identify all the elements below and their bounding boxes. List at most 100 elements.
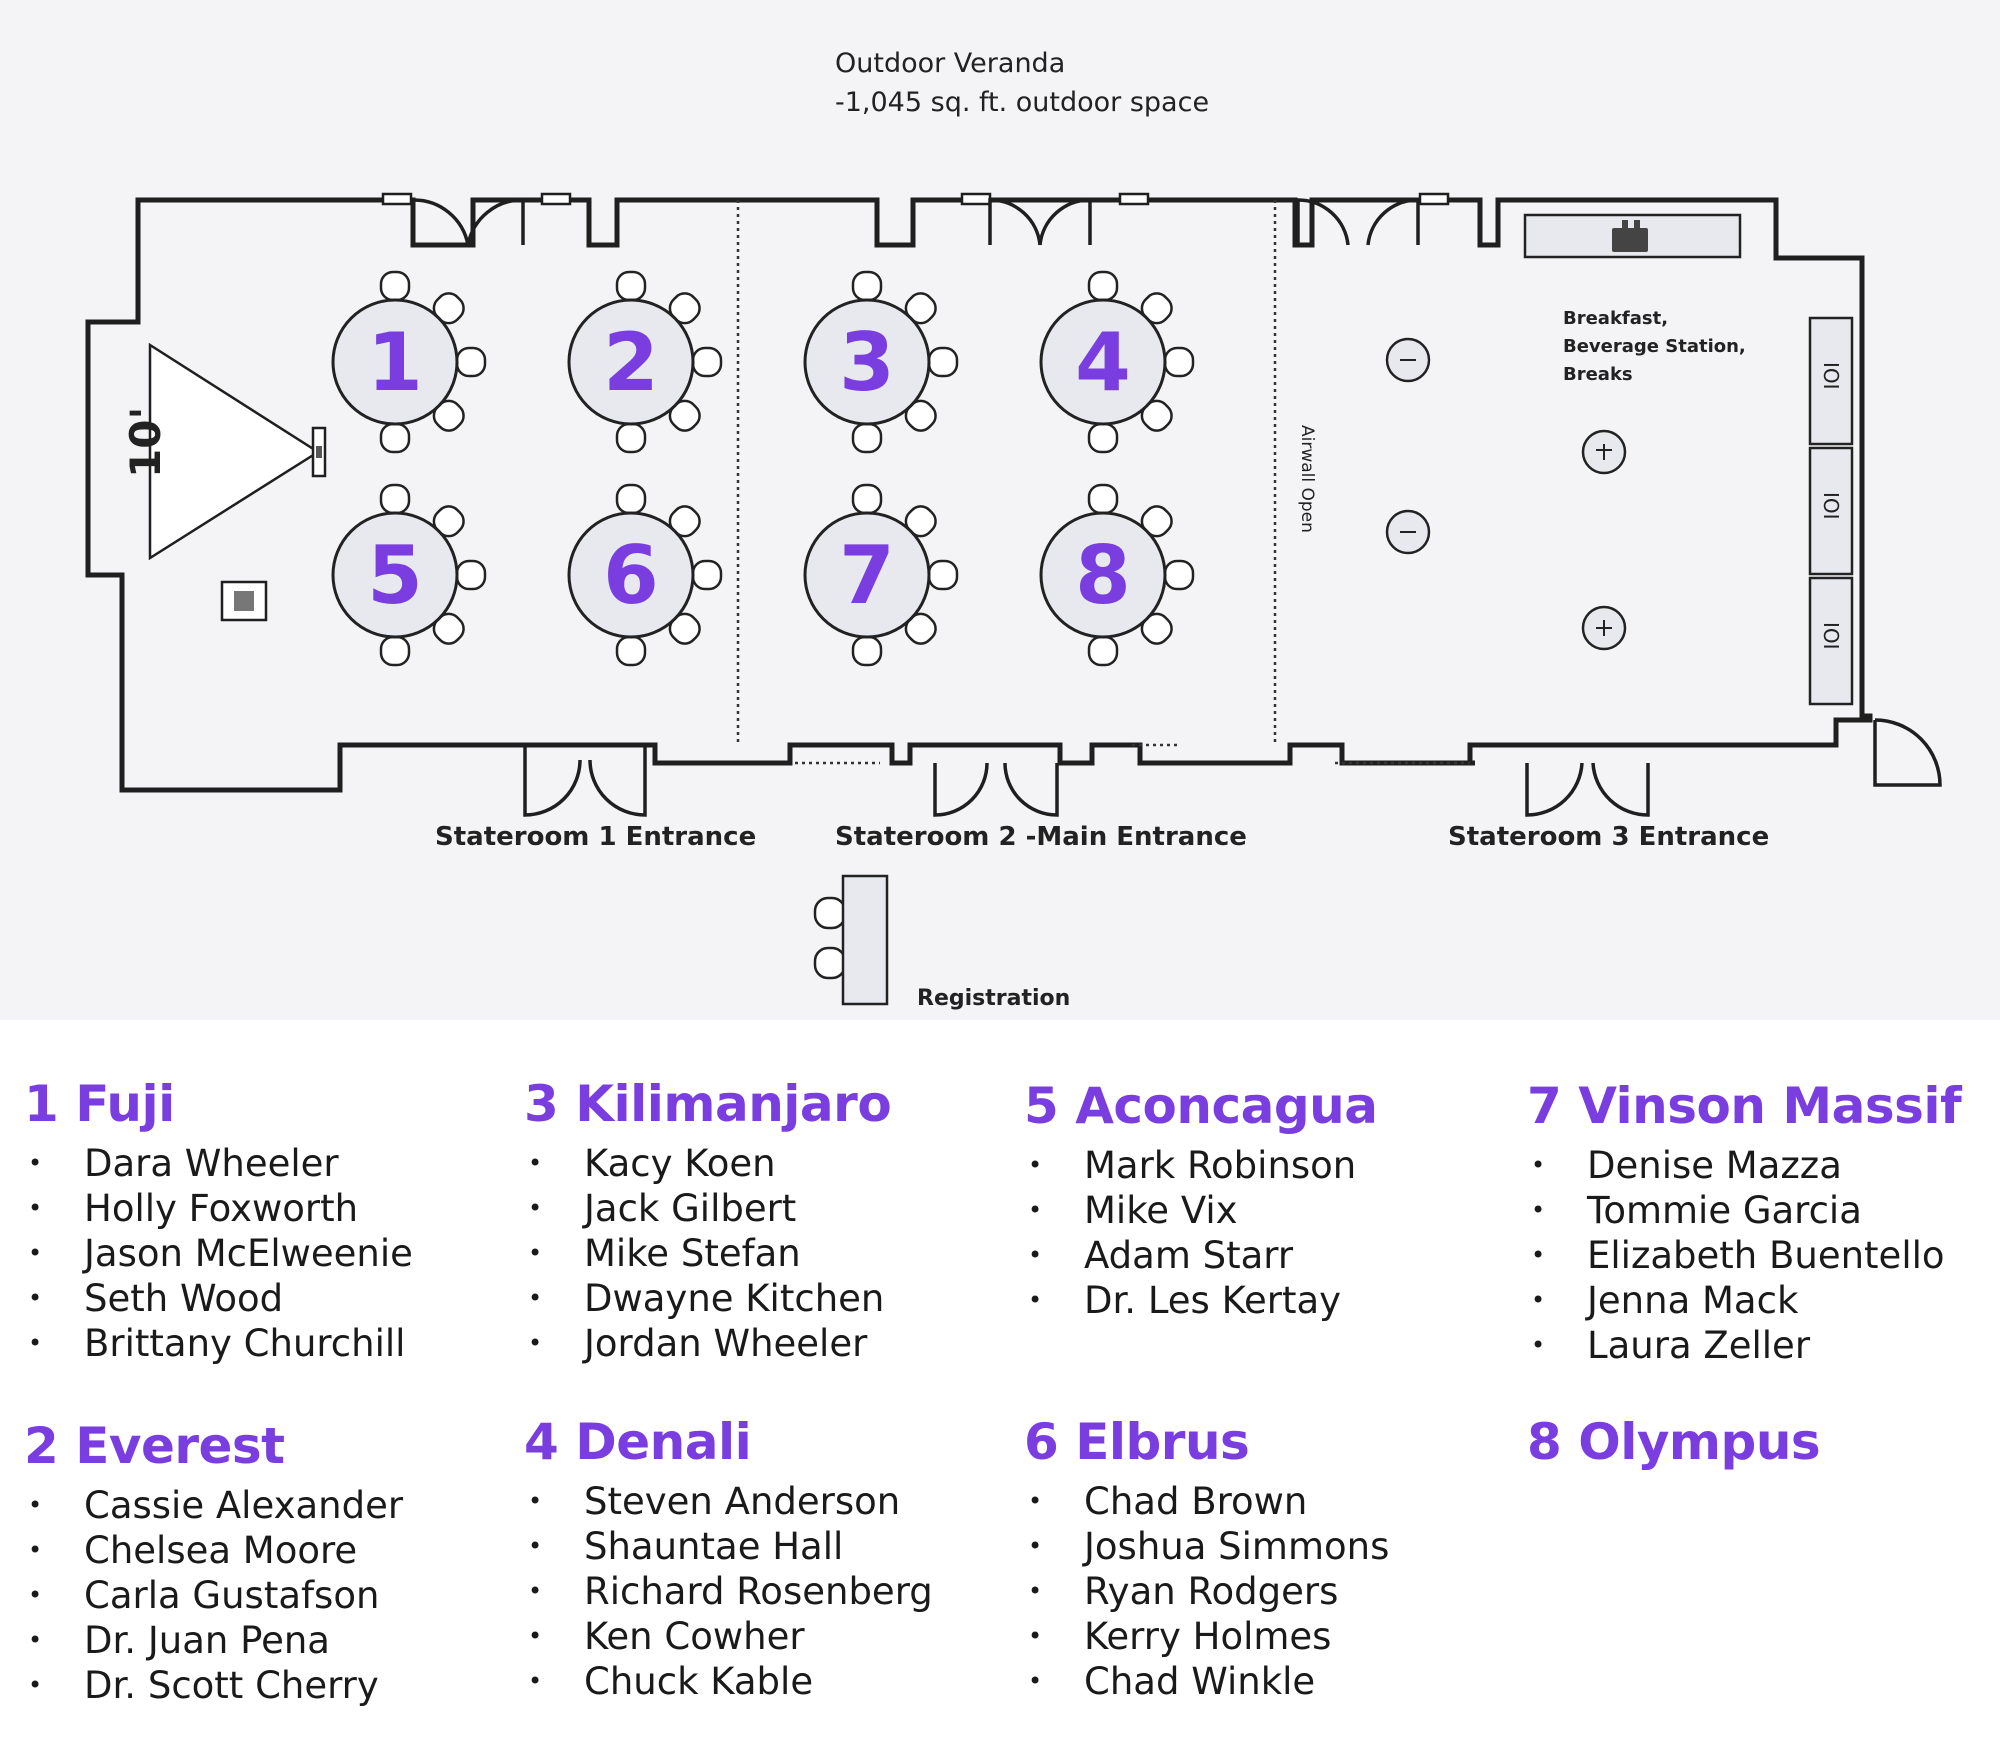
guest-name: Chad Brown [1024, 1479, 1514, 1524]
guest-name: Chuck Kable [524, 1659, 1014, 1704]
guest-name: Chad Winkle [1024, 1659, 1514, 1704]
entrance-label-1: Stateroom 1 Entrance [435, 822, 756, 852]
round-table [331, 511, 459, 639]
banquet-table: 6 [567, 483, 723, 667]
table-number: 5 [367, 529, 423, 622]
guest-name: Carla Gustafson [24, 1573, 514, 1618]
guest-list: Denise MazzaTommie GarciaElizabeth Buent… [1527, 1143, 2000, 1368]
cocktail-tables [1385, 337, 1627, 651]
guest-name: Joshua Simmons [1024, 1524, 1514, 1569]
floor-plan-area: Outdoor Veranda -1,045 sq. ft. outdoor s… [0, 0, 2000, 1020]
table-group-kilimanjaro: 3 Kilimanjaro Kacy KoenJack GilbertMike … [524, 1075, 1014, 1366]
projection-triangle [148, 342, 321, 561]
guest-name: Denise Mazza [1527, 1143, 2000, 1188]
guest-name: Jack Gilbert [524, 1186, 1014, 1231]
guest-list: Steven AndersonShauntae HallRichard Rose… [524, 1479, 1014, 1704]
chair [379, 483, 411, 515]
banquet-tables: 1 2 3 4 5 6 7 8 [331, 270, 1195, 667]
door-veranda-2 [988, 198, 1092, 246]
guest-name: Jason McElweenie [24, 1231, 514, 1276]
banquet-table: 5 [331, 483, 487, 667]
chair [851, 270, 883, 302]
banquet-table: 1 [331, 270, 487, 454]
screen-size-label: 10' [121, 407, 170, 478]
table-number: 2 [603, 316, 659, 409]
guest-name: Richard Rosenberg [524, 1569, 1014, 1614]
round-table [567, 511, 695, 639]
chair [615, 635, 647, 667]
round-table [803, 511, 931, 639]
guest-name: Dr. Scott Cherry [24, 1663, 514, 1708]
chair [1087, 422, 1119, 454]
buffet-glyph: IOI [1819, 492, 1843, 520]
guest-list: Chad BrownJoshua SimmonsRyan RodgersKerr… [1024, 1479, 1514, 1704]
entrance-label-3: Stateroom 3 Entrance [1448, 822, 1769, 852]
banquet-table: 8 [1039, 483, 1195, 667]
airwall-label: Airwall Open [1297, 425, 1317, 533]
entrance-label-2: Stateroom 2 -Main Entrance [835, 822, 1247, 852]
banquet-table: 2 [567, 270, 723, 454]
guest-name: Tommie Garcia [1527, 1188, 2000, 1233]
table-number: 7 [839, 529, 895, 622]
banquet-table: 4 [1039, 270, 1195, 454]
chair [851, 483, 883, 515]
chair [851, 422, 883, 454]
guest-name: Laura Zeller [1527, 1323, 2000, 1368]
breakfast-label-line-2: Beverage Station, [1563, 336, 1746, 357]
group-title: 7 Vinson Massif [1527, 1077, 1962, 1135]
buffet-station [1808, 446, 1854, 576]
buffet-station [1808, 316, 1854, 446]
table-number: 8 [1075, 529, 1131, 622]
chair [455, 559, 487, 591]
group-title: 3 Kilimanjaro [524, 1075, 892, 1133]
chair [379, 635, 411, 667]
round-table [1039, 511, 1167, 639]
guest-list: Kacy KoenJack GilbertMike StefanDwayne K… [524, 1141, 1014, 1366]
seating-roster: 1 Fuji Dara WheelerHolly FoxworthJason M… [0, 1020, 2000, 1739]
banquet-table: 3 [803, 270, 959, 454]
round-table [331, 298, 459, 426]
guest-name: Adam Starr [1024, 1233, 1514, 1278]
guest-name: Chelsea Moore [24, 1528, 514, 1573]
guest-name: Dara Wheeler [24, 1141, 514, 1186]
chair [927, 559, 959, 591]
chair [1087, 635, 1119, 667]
guest-list: Dara WheelerHolly FoxworthJason McElween… [24, 1141, 514, 1366]
round-table [567, 298, 695, 426]
guest-name: Shauntae Hall [524, 1524, 1014, 1569]
banquet-table: 7 [803, 483, 959, 667]
guest-name: Dr. Les Kertay [1024, 1278, 1514, 1323]
chair [455, 346, 487, 378]
chair [851, 635, 883, 667]
door-stateroom-2 [933, 762, 1059, 817]
breakfast-label-line-1: Breakfast, [1563, 308, 1668, 329]
door-veranda-3 [1296, 198, 1420, 246]
table-group-olympus: 8 Olympus [1527, 1413, 2000, 1479]
guest-name: Ken Cowher [524, 1614, 1014, 1659]
guest-name: Cassie Alexander [24, 1483, 514, 1528]
table-number: 1 [367, 316, 423, 409]
table-number: 3 [839, 316, 895, 409]
building-outline [85, 197, 1873, 793]
guest-name: Mike Vix [1024, 1188, 1514, 1233]
floor-plan: Outdoor Veranda -1,045 sq. ft. outdoor s… [85, 48, 1942, 1011]
table-group-elbrus: 6 Elbrus Chad BrownJoshua SimmonsRyan Ro… [1024, 1413, 1514, 1704]
chair [379, 422, 411, 454]
buffet-station [1808, 576, 1854, 706]
guest-list: Mark RobinsonMike VixAdam StarrDr. Les K… [1024, 1143, 1514, 1323]
table-group-denali: 4 Denali Steven AndersonShauntae HallRic… [524, 1413, 1014, 1704]
veranda-label: Outdoor Veranda [835, 48, 1065, 79]
buffet-glyph: IOI [1819, 622, 1843, 650]
table-group-everest: 2 Everest Cassie AlexanderChelsea MooreC… [24, 1417, 514, 1708]
chair [1163, 346, 1195, 378]
table-group-vinson-massif: 7 Vinson Massif Denise MazzaTommie Garci… [1527, 1077, 2000, 1368]
group-title: 4 Denali [524, 1413, 752, 1471]
buffet-stations: IOI IOI IOI [1808, 316, 1854, 706]
round-table [803, 298, 931, 426]
group-title: 5 Aconcagua [1024, 1077, 1378, 1135]
guest-name: Mark Robinson [1024, 1143, 1514, 1188]
guest-name: Ryan Rodgers [1024, 1569, 1514, 1614]
registration-label: Registration [917, 986, 1070, 1011]
round-table [1039, 298, 1167, 426]
group-title: 6 Elbrus [1024, 1413, 1250, 1471]
